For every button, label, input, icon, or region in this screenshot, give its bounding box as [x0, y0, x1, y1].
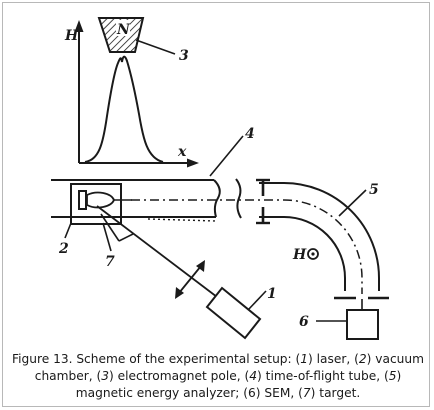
figure-frame: H x N 3 4: [2, 2, 430, 407]
vertical-axis-label: H: [64, 28, 79, 44]
caption-number-7: 7: [302, 386, 311, 400]
horizontal-axis-arrow: [187, 158, 199, 168]
chamber-leader-line: [64, 222, 72, 239]
caption-text-4: ) time-of-flight tube, (: [257, 369, 389, 383]
horizontal-axis-label: x: [177, 144, 187, 160]
sem-number: 6: [299, 314, 309, 330]
caption-text-2: ) vacuum chamber, (: [34, 352, 425, 383]
pole-number: 3: [179, 48, 189, 64]
target: [78, 190, 87, 210]
electromagnet-pole: N: [97, 17, 145, 53]
caption-number-2: 2: [358, 352, 367, 366]
pole-leader-line: [135, 39, 176, 55]
figure-caption: Figure 13. Scheme of the experimental se…: [9, 351, 427, 402]
field-profile-axes: H x: [64, 20, 199, 168]
ion-plume: [86, 191, 115, 209]
ion-trajectory: [131, 199, 363, 294]
caption-text-3: ) electromagnet pole, (: [109, 369, 250, 383]
caption-text-5: ) magnetic energy analyzer; (6) SEM, (: [75, 369, 402, 400]
caption-number-5: 5: [388, 369, 397, 383]
field-distribution-curve: [84, 55, 164, 163]
experimental-setup-diagram: H x N 3 4: [11, 8, 431, 348]
vacuum-chamber: [70, 183, 122, 225]
caption-number-3: 3: [101, 369, 110, 383]
caption-text-7: ) target.: [310, 386, 361, 400]
laser-number: 1: [267, 286, 277, 302]
caption-text-1: ) laser, (: [308, 352, 359, 366]
target-holder: [100, 213, 134, 242]
time-of-flight-tube: [51, 178, 242, 222]
caption-number-4: 4: [249, 369, 258, 383]
tube-leader-line: [209, 135, 244, 177]
adjustment-arrow: [175, 260, 205, 299]
entrance-slit: [256, 178, 270, 225]
chamber-number: 2: [58, 241, 69, 257]
field-direction-symbol: H: [292, 247, 319, 263]
target-leader-line: [102, 222, 112, 252]
diagram-svg: H x N 3 4: [51, 17, 389, 340]
magnetic-energy-analyzer: [131, 182, 380, 294]
vertical-axis-arrow: [74, 20, 84, 32]
analyzer-number: 5: [369, 182, 379, 198]
laser-leader-line: [247, 290, 267, 311]
field-direction-label: H: [292, 247, 307, 263]
laser-beam: [96, 205, 222, 301]
analyzer-leader-line: [338, 189, 367, 217]
caption-lead: Figure 13. Scheme of the experimental se…: [11, 352, 301, 366]
caption-number-1: 1: [300, 352, 309, 366]
tube-number: 4: [245, 126, 255, 142]
sem-detector: [346, 309, 379, 340]
pole-letter: N: [116, 22, 131, 38]
target-number: 7: [105, 254, 115, 270]
laser: [205, 286, 262, 340]
